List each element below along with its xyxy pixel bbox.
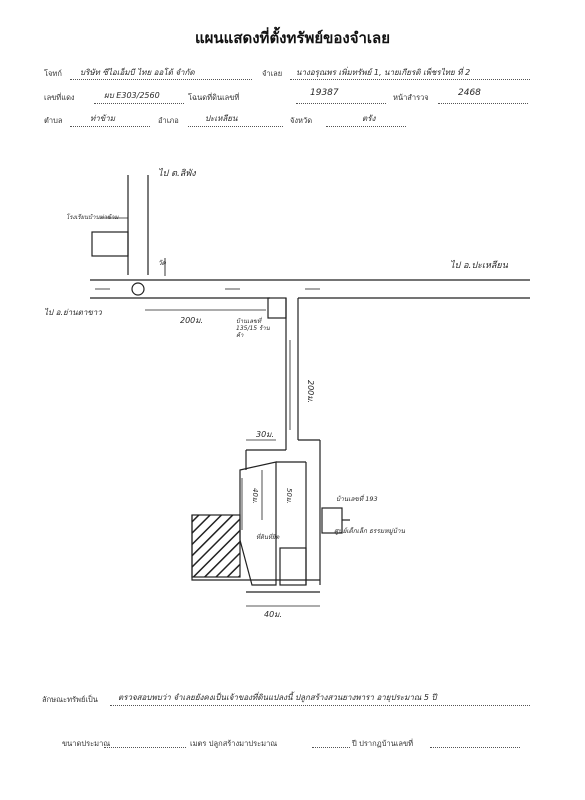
- property-label: ที่ดินที่ยึด: [256, 534, 280, 541]
- deed-label: เลขที่แดง: [44, 93, 75, 102]
- dist-200-vertical: 200ม.: [306, 380, 315, 404]
- subdistrict-value: ท่าข้าม: [90, 114, 115, 123]
- center-label: ศูนย์เด็กเล็ก ธรรมหมู่บ้าน: [334, 527, 405, 535]
- survey-line: [438, 102, 528, 104]
- plaintiff-line: [70, 78, 252, 80]
- size-label: ขนาดประมาณ: [62, 739, 111, 748]
- deed-line: [94, 102, 184, 104]
- house-193-label: บ้านเลขที่ 193: [336, 495, 378, 503]
- house-135-label: บ้านเลขที่ 135/15 ร้านค้า: [236, 318, 270, 339]
- defendant-label: จำเลย: [262, 69, 283, 78]
- house-135-15: [267, 297, 287, 319]
- district-line: [188, 125, 283, 127]
- hatched-neighbor: [191, 514, 241, 578]
- plaintiff-value: บริษัท ซีไอเอ็มบี ไทย ออโต้ จำกัด: [80, 68, 195, 77]
- province-line: [326, 125, 406, 127]
- deed-value: ผบ E303/2560: [104, 91, 160, 100]
- size-line: [104, 746, 186, 748]
- roundabout: [131, 282, 145, 296]
- district-value: ปะเหลียน: [205, 114, 238, 123]
- year-line: [312, 746, 350, 748]
- survey-value: 2468: [458, 88, 481, 98]
- size-unit: เมตร ปลูกสร้างมาประมาณ: [190, 739, 278, 748]
- to-east-label: ไป อ.ปะเหลียน: [450, 261, 508, 271]
- to-north-label: ไป ต.ลิพัง: [158, 169, 196, 179]
- title-no-label: โฉนดที่ดินเลขที่: [188, 93, 240, 102]
- dist-40-vertical: 40ม.: [251, 488, 259, 504]
- province-value: ตรัง: [362, 114, 376, 123]
- survey-label: หน้าสำรวจ: [393, 93, 429, 102]
- house-no-line: [430, 746, 520, 748]
- school-building: [91, 231, 129, 257]
- year-label: ปี ปรากฏบ้านเลขที่: [352, 739, 414, 748]
- document-title: แผนแสดงที่ตั้งทรัพย์ของจำเลย: [194, 29, 391, 47]
- defendant-line: [290, 78, 530, 80]
- nature-line: [110, 704, 530, 706]
- nature-label: ลักษณะทรัพย์เป็น: [42, 695, 98, 704]
- district-label: อำเภอ: [158, 116, 179, 125]
- to-west-label: ไป อ.ย่านตาขาว: [44, 308, 102, 317]
- plaintiff-label: โจทก์: [44, 69, 62, 78]
- temple-label: วัด: [158, 259, 166, 267]
- province-label: จังหวัด: [290, 116, 313, 125]
- title-no-line: [296, 102, 386, 104]
- dist-200-horizontal: 200ม.: [180, 316, 204, 325]
- dist-40-horizontal: 40ม.: [264, 610, 282, 619]
- nature-value: ตรวจสอบพบว่า จำเลยยังคงเป็นเจ้าของที่ดิน…: [118, 693, 437, 702]
- dist-30-label: 30ม.: [256, 430, 274, 439]
- defendant-value: นางอรุณพร เพิ่มทรัพย์ 1, นายเกียรติ เพ็ช…: [296, 68, 471, 77]
- subdistrict-line: [70, 125, 150, 127]
- dist-50-label: 50ม.: [285, 488, 293, 504]
- school-label: โรงเรียนบ้านท่าข้าม: [66, 214, 119, 221]
- subdistrict-label: ตำบล: [44, 116, 63, 125]
- title-no-value: 19387: [310, 88, 339, 98]
